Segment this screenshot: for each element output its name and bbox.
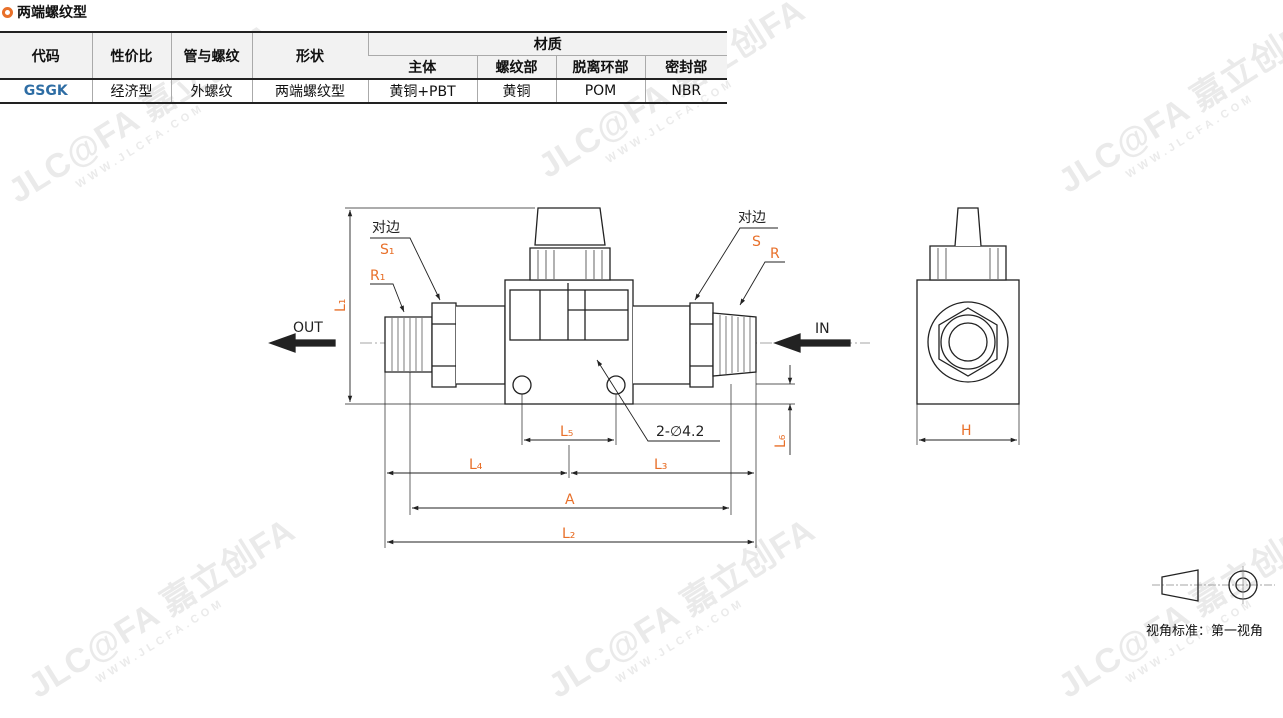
- table-row: GSGK 经济型 外螺纹 两端螺纹型 黄铜+PBT 黄铜 POM NBR: [0, 78, 727, 104]
- cell-release-ring: POM: [555, 78, 645, 104]
- section-title: 两端螺纹型: [2, 2, 87, 22]
- cell-thread-part: 黄铜: [476, 78, 556, 104]
- label-l4: L₄: [469, 457, 483, 473]
- cell-body: 黄铜+PBT: [367, 78, 477, 104]
- header-pipe-thread: 管与螺纹: [170, 31, 252, 79]
- label-in: IN: [815, 321, 830, 337]
- label-holes: 2-∅4.2: [656, 424, 704, 440]
- header-body: 主体: [368, 55, 477, 79]
- label-a: A: [565, 492, 575, 508]
- header-shape: 形状: [251, 31, 368, 79]
- cell-pipe-thread: 外螺纹: [170, 78, 252, 104]
- section-title-text: 两端螺纹型: [17, 5, 87, 21]
- label-across-flats-left: 对边: [372, 220, 400, 236]
- header-release-ring: 脱离环部: [555, 55, 645, 79]
- label-l6: L₆: [773, 434, 789, 448]
- header-thread-part: 螺纹部: [476, 55, 556, 79]
- cell-value: 经济型: [91, 78, 171, 104]
- cell-shape: 两端螺纹型: [251, 78, 368, 104]
- header-material: 材质: [367, 31, 727, 56]
- technical-drawing: 对边 S₁ R₁ 对边 S R L₁ OUT IN L₅ 2-∅4.2 L₆ L…: [268, 207, 1275, 604]
- label-s: S: [752, 234, 761, 250]
- label-s1: S₁: [380, 242, 395, 258]
- header-code: 代码: [0, 31, 92, 79]
- view-standard-label: 视角标准：第一视角: [1146, 624, 1264, 639]
- cell-code: GSGK: [0, 78, 92, 104]
- label-out: OUT: [293, 320, 323, 336]
- label-l5: L₅: [560, 424, 573, 440]
- label-r1: R₁: [370, 268, 385, 284]
- label-l1: L₁: [333, 299, 349, 312]
- label-h: H: [961, 423, 972, 439]
- label-l2: L₂: [562, 526, 575, 542]
- spec-table: 代码 性价比 管与螺纹 形状 材质 主体 螺纹部 脱离环部 密封部 GSGK 经…: [0, 31, 727, 104]
- label-r: R: [770, 246, 780, 262]
- label-across-flats-right: 对边: [738, 210, 766, 226]
- cell-seal: NBR: [644, 78, 727, 104]
- header-seal: 密封部: [644, 55, 727, 79]
- label-l3: L₃: [654, 457, 667, 473]
- header-value: 性价比: [91, 31, 171, 79]
- circle-bullet-icon: [2, 6, 13, 18]
